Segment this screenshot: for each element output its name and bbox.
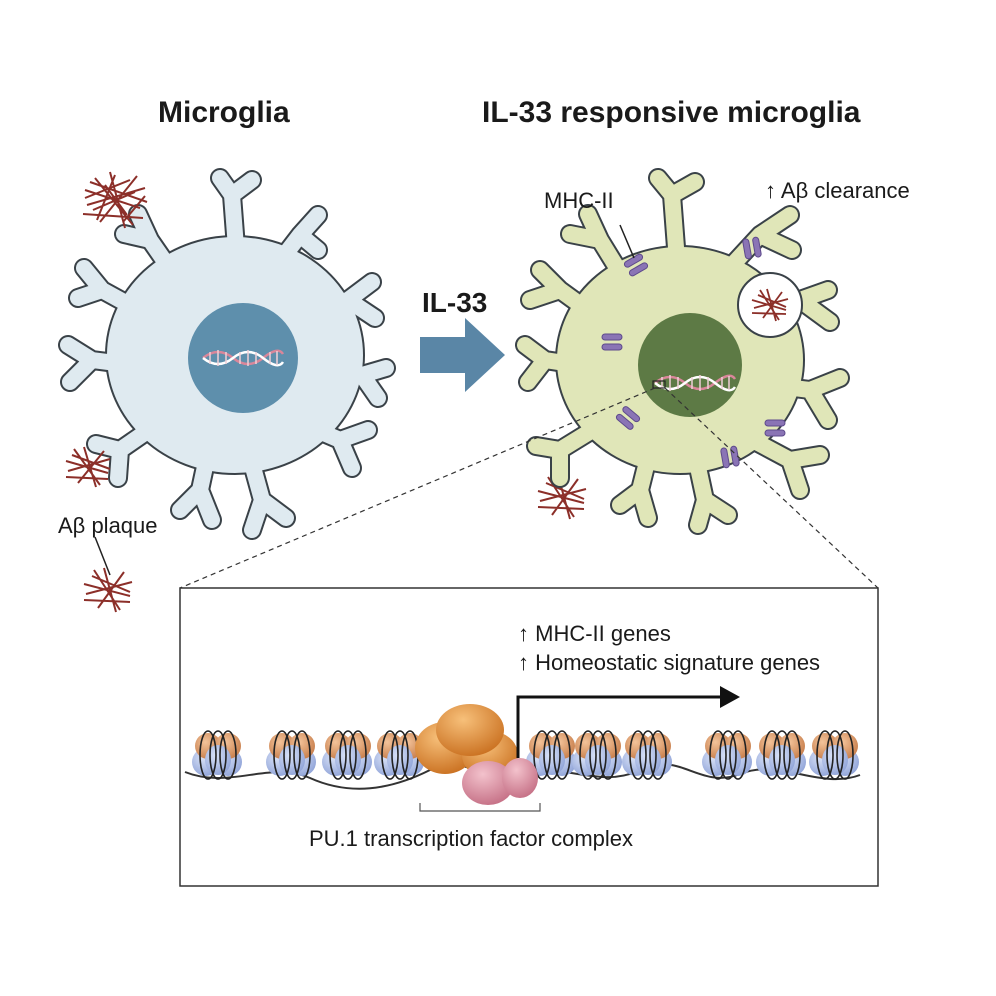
nucleosome-icon [572, 730, 622, 780]
mhc-icon [742, 236, 762, 260]
resting-nucleus [188, 303, 298, 413]
zoom-lines [179, 387, 879, 589]
nucleosome-icon [266, 730, 316, 780]
il33-arrow [420, 318, 505, 392]
complex-label: PU.1 transcription factor complex [309, 826, 634, 851]
responsive-nucleus [638, 313, 742, 417]
amyloid-plaques [65, 171, 587, 613]
plaque-label: Aβ plaque [58, 513, 158, 538]
mhc-pointer-line [619, 224, 635, 259]
complex-bracket [419, 803, 541, 812]
clearance-label: ↑ Aβ clearance [765, 178, 910, 203]
mhc-icon [615, 406, 641, 430]
gene-line-2: ↑ Homeostatic signature genes [518, 650, 821, 675]
resting-microglia-cell [58, 168, 396, 540]
plaque-icon [537, 474, 587, 520]
gene-line-1: ↑ MHC-II genes [518, 621, 671, 646]
mhc-icon [623, 253, 649, 277]
pu1-complex [415, 704, 538, 805]
plaque-icon [65, 446, 111, 488]
arrow-label: IL-33 [422, 287, 488, 318]
nucleosome-icon [702, 730, 752, 780]
nucleosome-icon [622, 730, 672, 780]
plaque-icon [83, 567, 133, 613]
nucleosome-icon [374, 730, 424, 780]
mhc-icon [764, 419, 786, 437]
nucleosome-icon [322, 730, 372, 780]
right-panel-title: IL-33 responsive microglia [482, 96, 861, 129]
left-panel-title: Microglia [158, 96, 290, 129]
dna-helix-icon [202, 349, 285, 367]
plaque-icon [751, 288, 789, 322]
nucleosome-icon [756, 730, 806, 780]
mhc-icon [601, 333, 623, 351]
nucleosomes [192, 730, 859, 780]
mhc-label: MHC-II [544, 188, 614, 213]
dna-helix-icon [654, 374, 737, 392]
plaque-icon [82, 171, 148, 229]
responsive-microglia-cell [515, 168, 850, 535]
nucleosome-icon [192, 730, 242, 780]
zoom-box [652, 380, 666, 389]
transcription-arrow-icon [516, 686, 740, 758]
mhc-receptors [601, 236, 786, 469]
plaque-pointer-line [94, 536, 111, 576]
nucleosome-icon [809, 730, 859, 780]
